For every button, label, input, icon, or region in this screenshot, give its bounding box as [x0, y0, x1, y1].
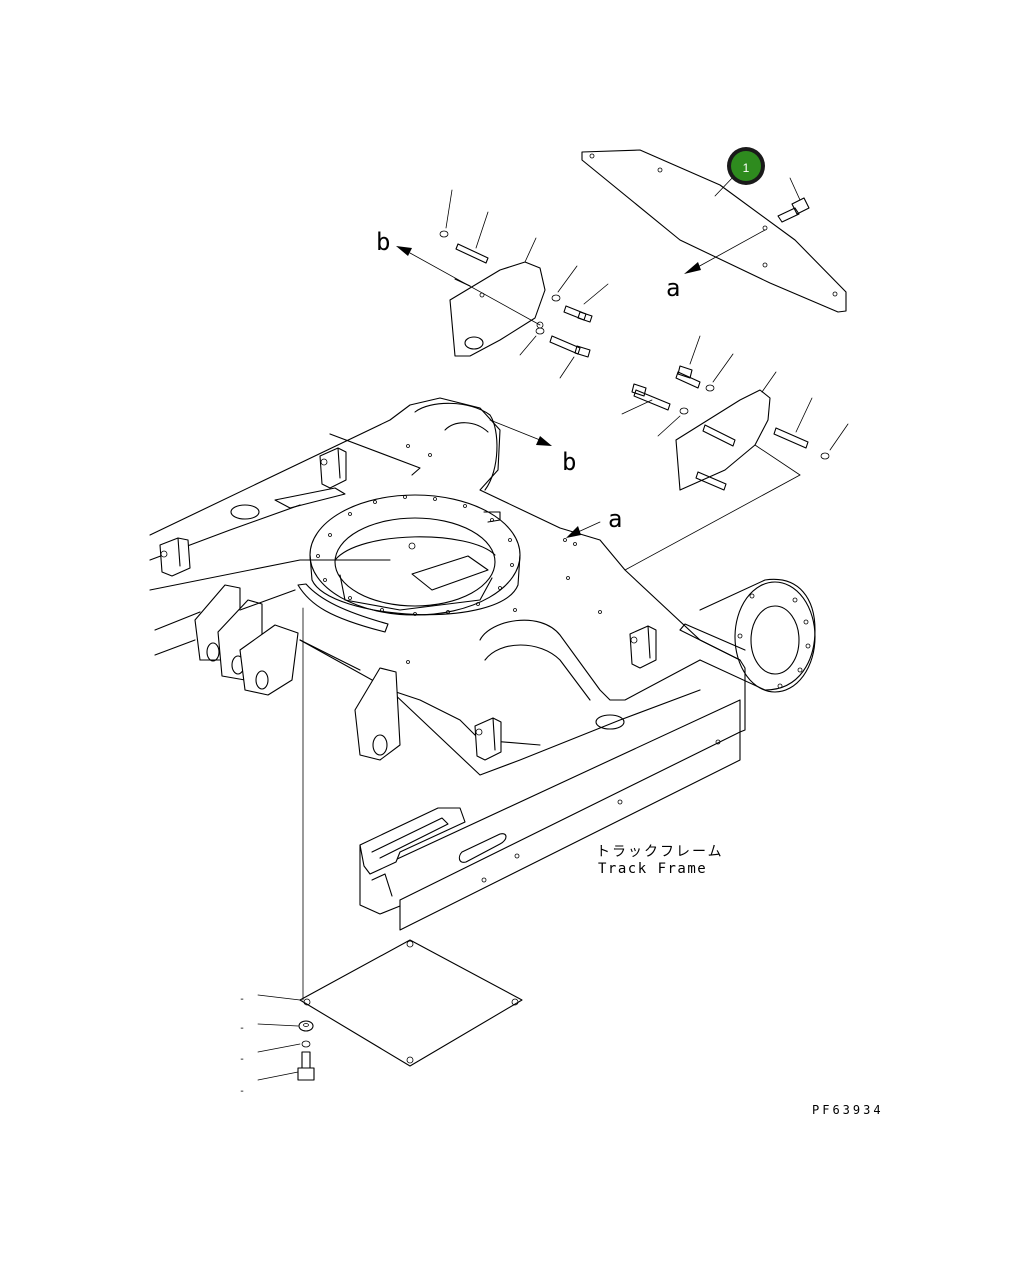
- mounting-bracket: [474, 717, 502, 761]
- part-dash: -: [239, 1023, 245, 1034]
- swing-circle-ring: [309, 494, 521, 616]
- callout-part-1[interactable]: 1: [727, 147, 765, 185]
- washer-icon: [551, 265, 578, 302]
- pin-icon: [439, 189, 489, 287]
- mounting-bracket: [319, 447, 347, 489]
- bolt-icon: [675, 335, 734, 392]
- view-label-a-frame: a: [608, 505, 622, 533]
- arrow-a-frame: [566, 521, 601, 538]
- figure-id: PF63934: [812, 1103, 884, 1117]
- bolt-icon: [621, 383, 689, 437]
- pin-icon: [773, 397, 849, 460]
- washer-icon: [298, 1020, 314, 1032]
- view-label-a-top: a: [666, 274, 680, 302]
- view-label-b-top: b: [376, 228, 390, 256]
- bolt-icon: [519, 327, 591, 379]
- track-frame: [149, 397, 816, 931]
- bolt-icon: [563, 283, 609, 323]
- arrow-b-frame: [489, 419, 552, 446]
- callout-fill: [731, 151, 761, 181]
- bottom-cover-plate: [299, 939, 523, 1067]
- mounting-bracket: [159, 537, 191, 577]
- cover-plate-a: [581, 149, 847, 313]
- track-frame-label-en: Track Frame: [598, 861, 707, 877]
- cover-plate-right: [675, 371, 777, 491]
- callout-number: 1: [743, 161, 750, 175]
- clevis-lugs: [194, 584, 401, 761]
- part-dash: -: [239, 1086, 245, 1097]
- arrow-a-top: [684, 229, 766, 274]
- bolt-icon: [297, 1051, 315, 1081]
- idler-cylinder: [679, 578, 816, 733]
- bolt-icon: [777, 177, 810, 223]
- view-label-b-frame: b: [562, 448, 576, 476]
- part-dash: -: [239, 1054, 245, 1065]
- track-frame-label-jp: トラックフレーム: [596, 844, 724, 860]
- mounting-bracket: [629, 625, 657, 669]
- part-dash: -: [239, 994, 245, 1005]
- bolt-hole-pattern: [316, 495, 514, 616]
- cover-plate-b: [449, 237, 546, 357]
- washer-icon: [301, 1040, 311, 1048]
- arrow-b-top: [396, 246, 541, 326]
